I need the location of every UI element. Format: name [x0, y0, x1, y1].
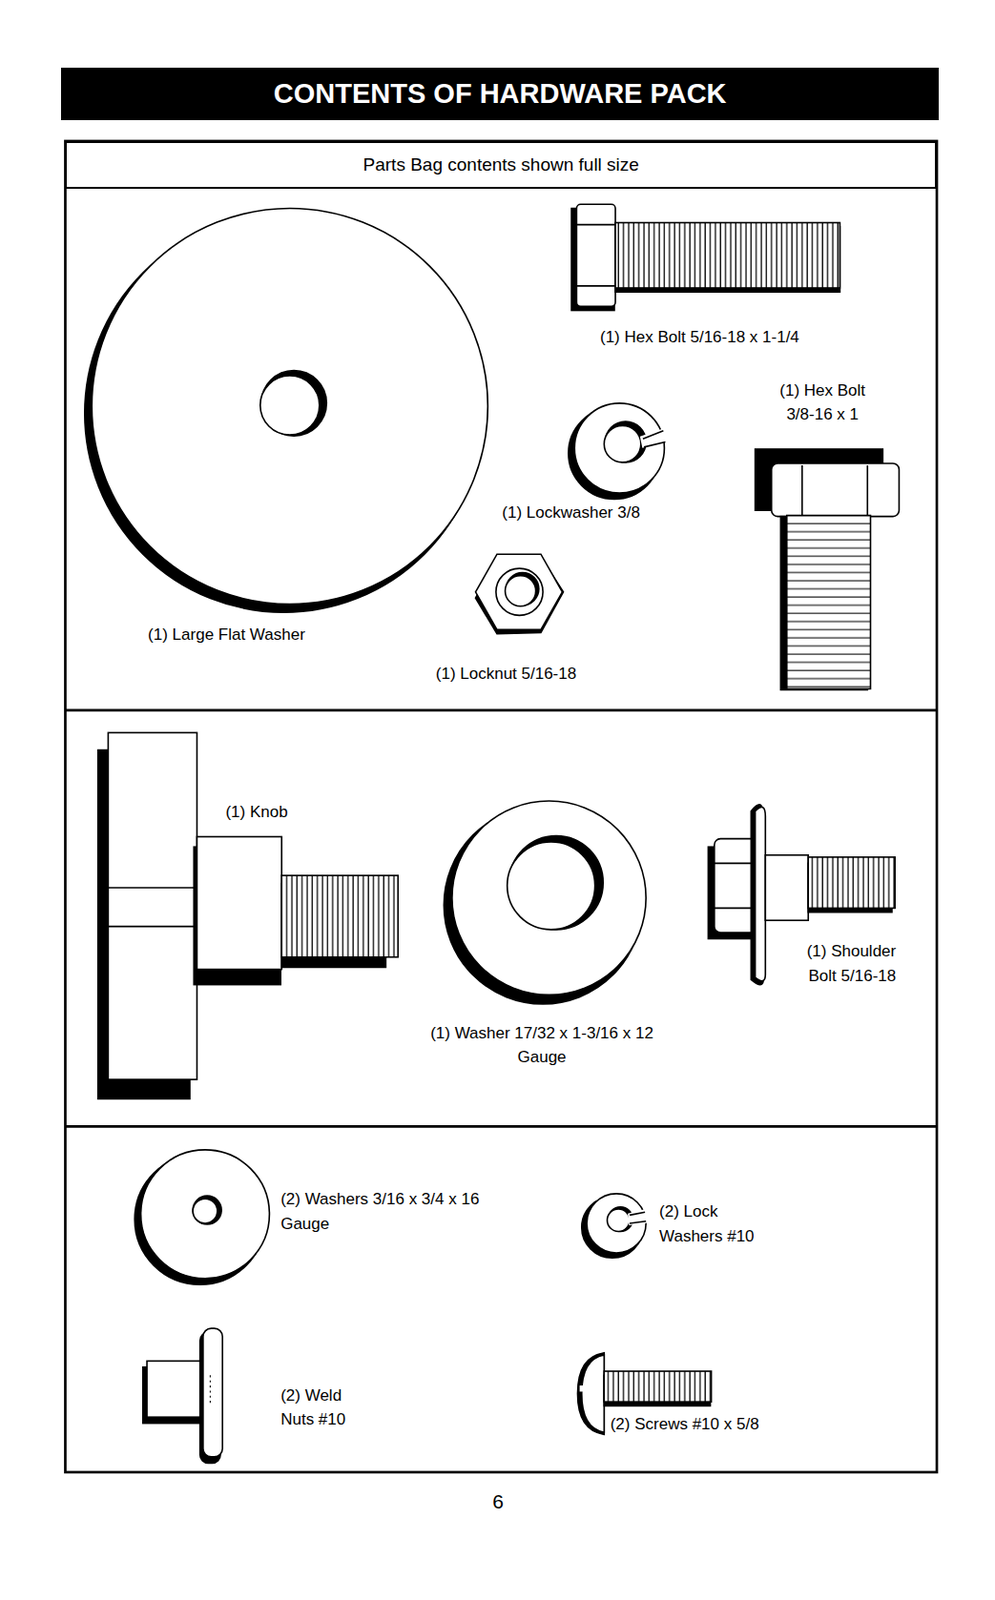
page-number: 6	[487, 1487, 508, 1518]
part-label: (2) Weld Nuts #10	[280, 1384, 363, 1433]
part-label: (1) Locknut 5/16-18	[435, 662, 577, 687]
part-label: (1) Shoulder Bolt 5/16-18	[777, 939, 896, 989]
header-text: Parts Bag contents shown full size	[363, 154, 640, 176]
part-label: (1) Knob	[225, 800, 288, 826]
part-label: (1) Washer 17/32 x 1-3/16 x 12 Gauge	[423, 1021, 661, 1071]
page-title: CONTENTS OF HARDWARE PACK	[273, 78, 727, 110]
title-band: CONTENTS OF HARDWARE PACK	[61, 67, 939, 122]
part-label: (1) Hex Bolt 5/16-18 x 1-1/4	[600, 325, 800, 351]
part-label: (2) Screws #10 x 5/8	[610, 1412, 760, 1438]
part-label: (1) Hex Bolt 3/8-16 x 1	[765, 378, 880, 428]
header-band: Parts Bag contents shown full size	[64, 141, 937, 189]
part-label: (2) Lock Washers #10	[659, 1200, 762, 1249]
part-label: (1) Lockwasher 3/8	[501, 500, 641, 526]
part-label: (2) Washers 3/16 x 3/4 x 16 Gauge	[280, 1187, 490, 1237]
part-label: (1) Large Flat Washer	[147, 622, 306, 648]
